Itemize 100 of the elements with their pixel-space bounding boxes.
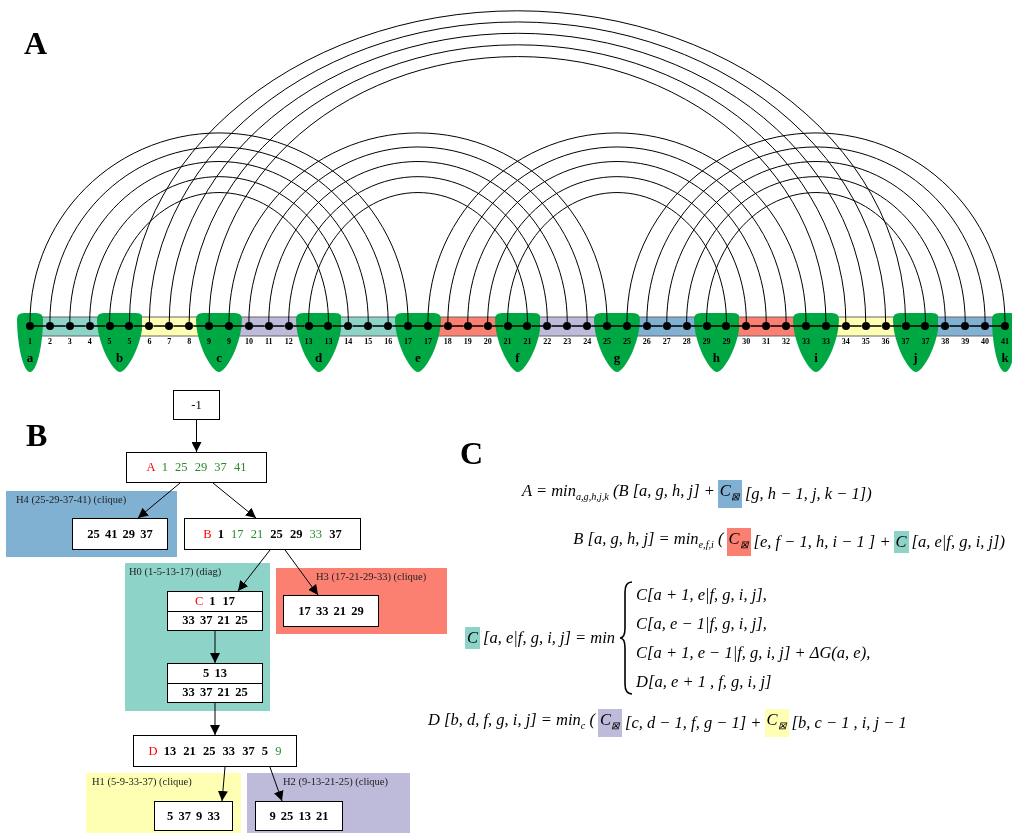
position-number: 30 bbox=[741, 337, 752, 346]
backbone-segment bbox=[630, 325, 644, 327]
state-label: B bbox=[203, 526, 212, 542]
position-number: 11 bbox=[264, 337, 274, 346]
region-letter: h bbox=[711, 351, 722, 365]
point-dot bbox=[961, 322, 970, 330]
backbone-segment bbox=[729, 325, 744, 327]
arrow bbox=[191, 419, 202, 453]
point-dot bbox=[45, 322, 54, 330]
highlighted-term: C$_{⊠}$ bbox=[726, 528, 751, 557]
node-label: -1 bbox=[191, 397, 202, 413]
highlighted-term: C$_{⊠}$ bbox=[597, 709, 622, 738]
point-dot bbox=[981, 322, 990, 330]
connector-arc bbox=[268, 161, 568, 323]
position-number: 10 bbox=[243, 337, 254, 346]
cluster-panel bbox=[125, 563, 270, 711]
point-dot bbox=[145, 322, 154, 330]
connector-arc bbox=[706, 192, 926, 323]
backbone-segment bbox=[112, 325, 127, 327]
backbone-segment bbox=[451, 325, 465, 327]
cluster-panel bbox=[86, 773, 241, 833]
backbone-segment bbox=[53, 325, 67, 327]
position-number: 13 bbox=[323, 337, 334, 346]
connector-arc bbox=[487, 176, 747, 323]
region-letter: d bbox=[313, 351, 324, 365]
position-number: 9 bbox=[225, 337, 232, 346]
equation-term: [b, c − 1 , i, j − 1 bbox=[791, 712, 907, 735]
node-values: 33 37 21 25 bbox=[182, 613, 248, 629]
cluster-label: H3 (17-21-29-33) (clique) bbox=[316, 571, 427, 582]
blob-marker bbox=[494, 312, 541, 372]
leaf-box bbox=[255, 801, 343, 831]
backbone-segment bbox=[709, 325, 724, 327]
blob-marker bbox=[594, 312, 640, 372]
connector-arc bbox=[308, 192, 528, 323]
position-number: 31 bbox=[761, 337, 772, 346]
backbone-segment bbox=[291, 325, 306, 327]
point-dot bbox=[1001, 322, 1009, 330]
position-number: 17 bbox=[422, 337, 433, 346]
state-label: A bbox=[146, 460, 156, 475]
backbone-segment bbox=[670, 325, 684, 327]
cluster-label: H2 (9-13-21-25) (clique) bbox=[283, 776, 388, 787]
backbone-segment bbox=[650, 325, 664, 327]
point-dot bbox=[185, 322, 194, 330]
region-letter: e bbox=[414, 351, 422, 365]
connector-arc bbox=[427, 132, 807, 323]
split-box bbox=[167, 663, 263, 703]
position-number: 12 bbox=[283, 337, 294, 346]
state-box bbox=[184, 518, 361, 550]
backbone-segment bbox=[570, 325, 584, 327]
connector-arc bbox=[248, 146, 588, 323]
cluster-panel bbox=[276, 568, 447, 634]
position-number: 28 bbox=[681, 337, 692, 346]
backbone-segment bbox=[212, 325, 226, 327]
position-number: 32 bbox=[781, 337, 792, 346]
backbone-segment bbox=[988, 325, 1002, 327]
highlighted-term: C bbox=[465, 627, 480, 649]
position-number: 13 bbox=[303, 337, 314, 346]
backbone-segment bbox=[152, 325, 167, 327]
point-dot bbox=[802, 322, 810, 330]
point-dot bbox=[722, 322, 731, 330]
position-number: 36 bbox=[880, 337, 891, 346]
panel-letter: C bbox=[460, 436, 484, 470]
position-number: 21 bbox=[502, 337, 513, 346]
position-number: 37 bbox=[920, 337, 931, 346]
cluster-panel bbox=[247, 773, 410, 833]
point-dot bbox=[503, 322, 512, 330]
point-dot bbox=[742, 322, 751, 330]
blob-marker bbox=[693, 312, 740, 372]
backbone-segment bbox=[192, 325, 206, 327]
point-dot bbox=[344, 322, 353, 330]
position-number: 3 bbox=[66, 337, 73, 346]
region-letter: a bbox=[25, 351, 35, 365]
position-number: 4 bbox=[86, 337, 93, 346]
backbone-segment bbox=[391, 325, 405, 327]
state-label: C bbox=[194, 593, 204, 609]
position-number: 5 bbox=[106, 337, 113, 346]
region-letter: g bbox=[612, 351, 622, 365]
backbone-segment bbox=[689, 325, 704, 327]
arrow bbox=[284, 549, 319, 596]
state-box bbox=[126, 452, 267, 483]
connector-arc bbox=[109, 192, 329, 323]
backbone-segment bbox=[948, 325, 962, 327]
position-number: 9 bbox=[206, 337, 213, 346]
backbone-segment bbox=[749, 325, 763, 327]
equation-term: D[a, e + 1 , f, g, i, j] bbox=[636, 671, 773, 693]
node-values: 1 17 bbox=[209, 593, 236, 609]
connector-arc bbox=[89, 176, 349, 323]
leaf-box bbox=[154, 801, 233, 831]
connector-arc bbox=[29, 132, 409, 323]
cluster-label: H0 (1-5-13-17) (diag) bbox=[129, 566, 222, 577]
position-number: 35 bbox=[860, 337, 871, 346]
blob-marker bbox=[892, 312, 939, 372]
position-number: 21 bbox=[522, 337, 533, 346]
connector-arc bbox=[686, 176, 946, 323]
point-dot bbox=[404, 322, 413, 330]
point-dot bbox=[224, 322, 233, 330]
backbone-segment bbox=[331, 325, 346, 327]
connector-arc bbox=[228, 132, 608, 323]
region-letter: i bbox=[813, 351, 819, 365]
region-letter: f bbox=[514, 351, 521, 365]
